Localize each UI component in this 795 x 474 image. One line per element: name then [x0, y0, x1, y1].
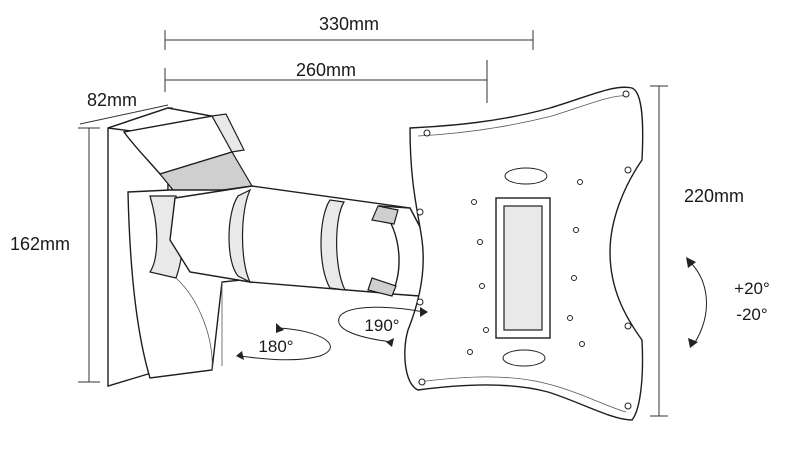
- vesa-mounting-plate: [404, 86, 644, 421]
- label-220mm: 220mm: [684, 186, 744, 206]
- label-tilt-up: +20°: [734, 279, 770, 298]
- dimension-wall-plate-height: 162mm: [10, 127, 100, 383]
- top-hinge-bracket: [122, 113, 253, 197]
- label-tilt-down: -20°: [736, 305, 767, 324]
- swing-arm: [169, 185, 431, 297]
- rotation-190-indicator: 190°: [338, 306, 428, 347]
- dimension-overall-length: 330mm: [164, 14, 534, 50]
- dimension-arm-length: 260mm: [164, 60, 488, 103]
- tilt-indicator: +20° -20°: [686, 257, 770, 348]
- label-162mm: 162mm: [10, 234, 70, 254]
- label-190-degrees: 190°: [364, 316, 399, 335]
- dimension-vesa-plate-height: 220mm: [650, 85, 744, 417]
- label-330mm: 330mm: [319, 14, 379, 34]
- label-180-degrees: 180°: [258, 337, 293, 356]
- label-260mm: 260mm: [296, 60, 356, 80]
- rotation-180-indicator: 180°: [236, 323, 331, 361]
- dimension-wall-plate-width: 82mm: [79, 90, 169, 125]
- label-82mm: 82mm: [87, 90, 137, 110]
